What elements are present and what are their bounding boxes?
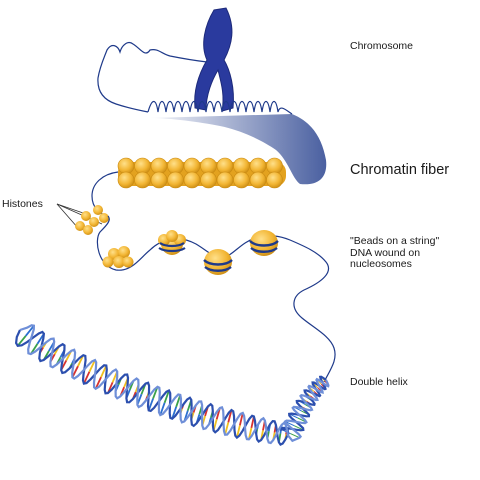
base-pair [83,371,91,384]
label-beads-line-1: "Beads on a string" [350,235,440,247]
histone-octamer-icon [75,205,109,235]
label-chromatin-fiber: Chromatin fiber [350,162,450,178]
fiber-nucleosome [117,171,135,189]
base-pair [224,422,230,435]
fiber-nucleosome [266,157,283,175]
fiber-nucleosome [150,157,168,175]
label-beads-on-string: "Beads on a string" DNA wound on nucleos… [350,235,480,271]
fiber-nucleosome [134,171,151,189]
base-pair [239,412,244,426]
base-pair [94,376,102,390]
base-pair [163,390,170,404]
base-pair [290,433,300,439]
base-pair [100,365,108,378]
histone-cluster-on-strand [102,246,134,268]
fiber-nucleosome [249,157,267,175]
fiber-nucleosome [167,171,184,189]
base-pair [88,359,96,373]
fiber-nucleosome [150,171,168,189]
label-histones: Histones [2,198,43,210]
fiber-nucleosome [216,157,234,175]
chromosome-icon [194,7,234,112]
fiber-nucleosome [233,171,250,189]
nucleosome-bead-icon [203,249,233,275]
label-beads-line-2: DNA wound on [350,246,421,259]
fiber-nucleosome [233,157,250,175]
fiber-nucleosome [183,157,201,175]
dna-strand-upper [97,41,293,115]
double-helix [14,324,330,447]
base-pair [25,325,35,337]
nucleosome-bead-icon [158,230,186,255]
fiber-nucleosome [200,157,217,175]
fiber-nucleosome [200,171,217,189]
nucleosome-bead-icon [249,230,279,256]
fiber-nucleosome [167,157,184,175]
fiber-nucleosome [117,157,135,175]
zoom-funnel [150,114,327,185]
base-pair [236,425,241,438]
dna-strand-beads [96,215,336,383]
fiber-nucleosome [266,171,283,189]
label-double-helix: Double helix [350,376,408,388]
fiber-nucleosome [216,171,234,189]
label-beads-line-3: nucleosomes [350,258,412,270]
fiber-nucleosome [134,157,151,175]
base-pair [159,402,166,416]
label-chromosome: Chromosome [350,40,414,52]
chromatin-fiber [117,157,286,189]
fiber-nucleosome [183,171,201,189]
base-pair [17,335,27,347]
fiber-nucleosome [249,171,267,189]
